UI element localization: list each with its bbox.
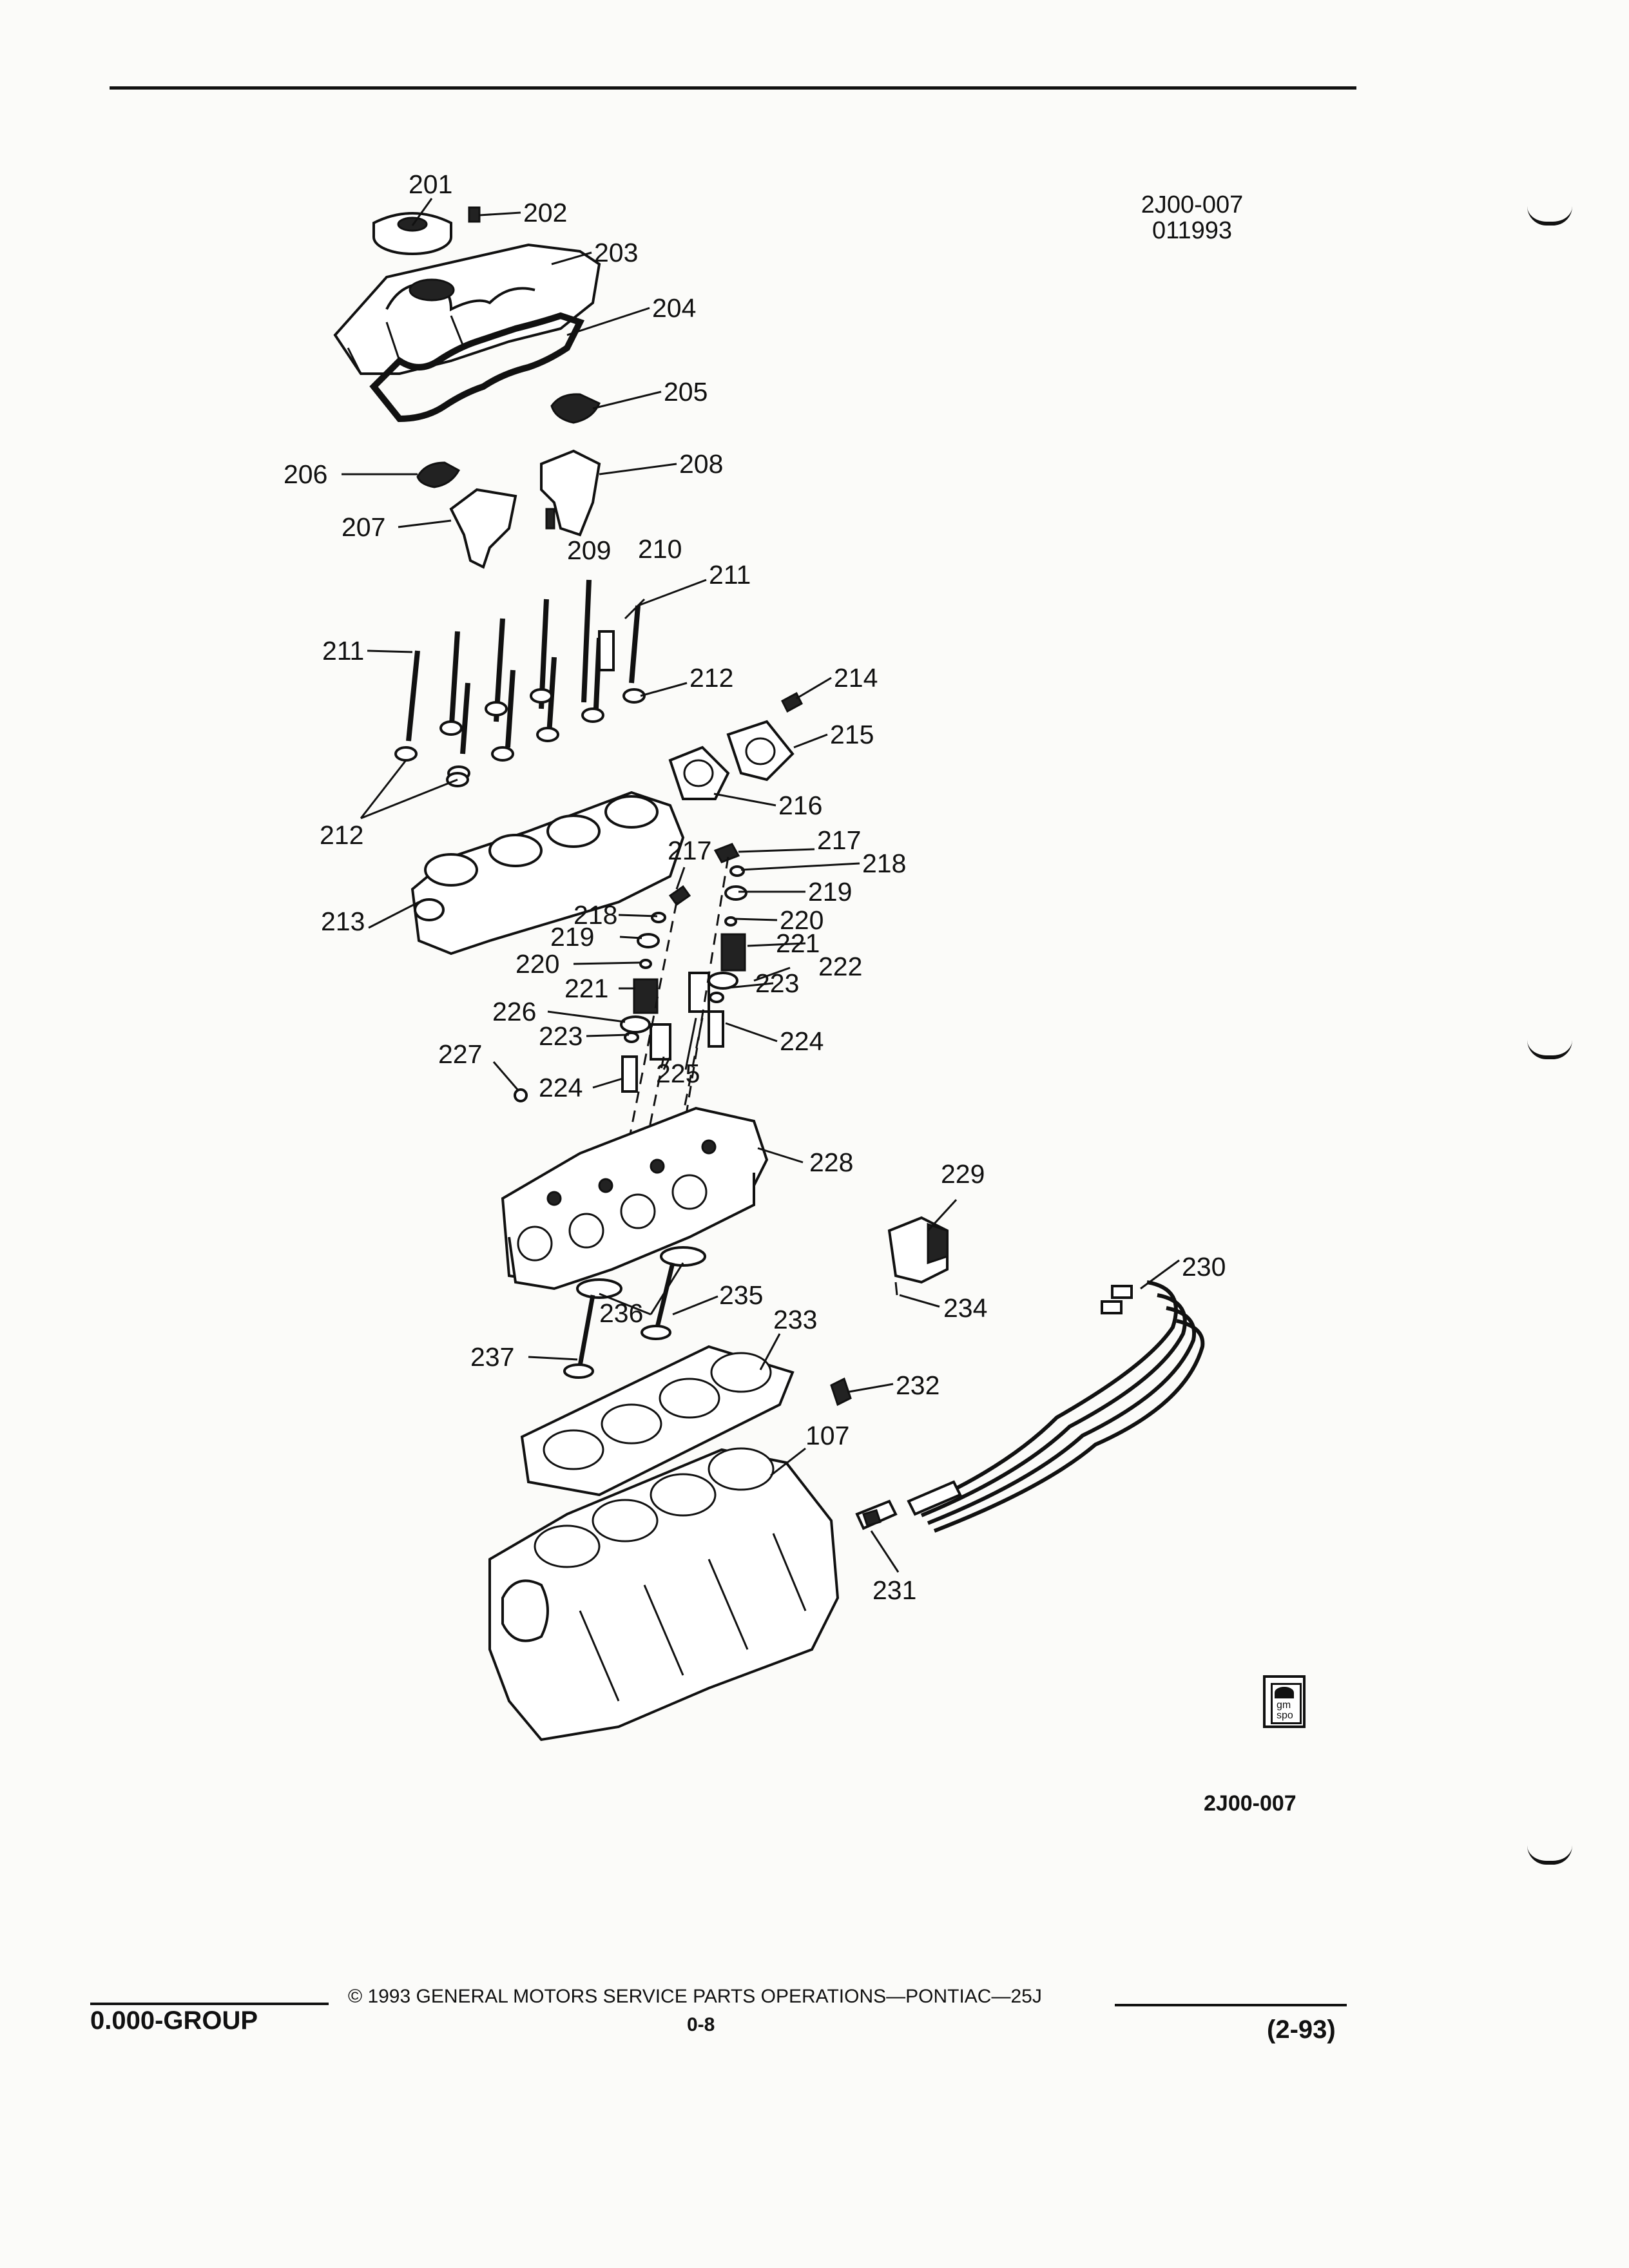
- label-233: 233: [773, 1305, 817, 1334]
- label-220-left: 220: [516, 949, 559, 979]
- valves-parts: [563, 1246, 706, 1379]
- label-218-right: 218: [862, 849, 906, 878]
- label-224-right: 224: [780, 1026, 824, 1056]
- label-211-right: 211: [709, 560, 751, 590]
- drawing-code-block: 2J00-007 011993: [1108, 192, 1276, 244]
- label-229: 229: [941, 1159, 985, 1189]
- footer-revision: (2-93): [1267, 2015, 1336, 2044]
- sensor-part-232: [830, 1377, 852, 1407]
- binding-mark-3: [1527, 1845, 1572, 1865]
- binding-mark-2: [1527, 1040, 1572, 1059]
- label-212-right: 212: [689, 663, 733, 693]
- baffle-part-206: [416, 461, 461, 488]
- logo-text: gm spo: [1277, 1700, 1293, 1721]
- label-212-left: 212: [320, 820, 363, 850]
- drawing-date: 011993: [1152, 217, 1232, 244]
- label-211-left: 211: [322, 636, 364, 666]
- label-209: 209: [567, 535, 611, 565]
- footer-copyright: © 1993 GENERAL MOTORS SERVICE PARTS OPER…: [348, 1986, 1042, 2007]
- footer-page-number: 0-8: [687, 2014, 715, 2035]
- label-219-left: 219: [550, 922, 594, 952]
- label-225: 225: [656, 1059, 700, 1088]
- head-bolts: [394, 579, 646, 787]
- ignition-coil-part: [887, 1216, 949, 1296]
- footer-rule-left: [90, 2003, 329, 2005]
- screw-part: [468, 206, 481, 223]
- camshaft-housing-part: [410, 791, 685, 956]
- label-218-left: 218: [574, 900, 617, 930]
- drawing-code: 2J00-007: [1141, 191, 1244, 218]
- gm-spo-logo: gm spo: [1263, 1675, 1306, 1728]
- head-gasket-part: [520, 1345, 795, 1497]
- label-228: 228: [809, 1148, 853, 1177]
- reference-code: 2J00-007: [1204, 1791, 1296, 1816]
- binding-mark-1: [1527, 206, 1572, 226]
- camshaft-cover-part-207: [449, 488, 517, 569]
- gasket-part-216: [668, 745, 730, 800]
- label-107: 107: [805, 1421, 849, 1450]
- label-222: 222: [818, 952, 862, 981]
- label-206: 206: [284, 459, 327, 489]
- label-234: 234: [943, 1293, 987, 1323]
- top-rule: [110, 86, 1356, 90]
- label-227: 227: [438, 1039, 482, 1069]
- label-208: 208: [679, 449, 723, 479]
- label-204: 204: [652, 293, 696, 323]
- spark-plug-part: [855, 1499, 898, 1530]
- label-221-left: 221: [564, 974, 608, 1003]
- label-202: 202: [523, 198, 567, 227]
- rocker-cover-part: [333, 243, 601, 375]
- label-214: 214: [834, 663, 878, 693]
- label-217-left: 217: [668, 836, 711, 865]
- label-223-left: 223: [539, 1021, 583, 1051]
- label-216: 216: [778, 791, 822, 820]
- label-203: 203: [594, 238, 638, 267]
- label-236: 236: [599, 1298, 643, 1328]
- camshaft-cover-part-208: [540, 449, 601, 537]
- label-237: 237: [470, 1342, 514, 1372]
- label-215: 215: [830, 720, 874, 749]
- label-213: 213: [321, 907, 365, 936]
- label-223-right: 223: [755, 968, 799, 998]
- cylinder-head-part: [501, 1106, 769, 1291]
- leader-lines: [342, 198, 1180, 1573]
- label-231: 231: [872, 1575, 916, 1605]
- label-219-right: 219: [808, 877, 852, 907]
- label-221-right: 221: [776, 928, 820, 958]
- oil-filler-cap-part: [372, 212, 452, 255]
- label-235: 235: [719, 1280, 763, 1310]
- label-201: 201: [409, 169, 452, 199]
- label-207: 207: [342, 512, 385, 542]
- footer-group: 0.000-GROUP: [90, 2006, 258, 2035]
- label-220-right: 220: [780, 905, 824, 935]
- label-217-right: 217: [817, 825, 861, 855]
- label-232: 232: [896, 1370, 940, 1400]
- part-number-labels: 201 202 203 204 205 206 207 208 209 210 …: [284, 169, 1226, 1605]
- label-205: 205: [664, 377, 708, 407]
- cylinder-block-part: [488, 1447, 840, 1742]
- label-226: 226: [492, 997, 536, 1026]
- housing-part-215: [726, 720, 795, 782]
- baffle-part-205: [550, 393, 601, 424]
- label-230: 230: [1182, 1252, 1226, 1282]
- label-224-left: 224: [539, 1073, 583, 1102]
- footer-rule-right: [1115, 2004, 1347, 2006]
- bolt-part-209: [545, 508, 555, 530]
- ignition-wires-part: [907, 1280, 1205, 1533]
- rocker-cover-gasket-part: [369, 312, 585, 423]
- label-210: 210: [638, 534, 682, 564]
